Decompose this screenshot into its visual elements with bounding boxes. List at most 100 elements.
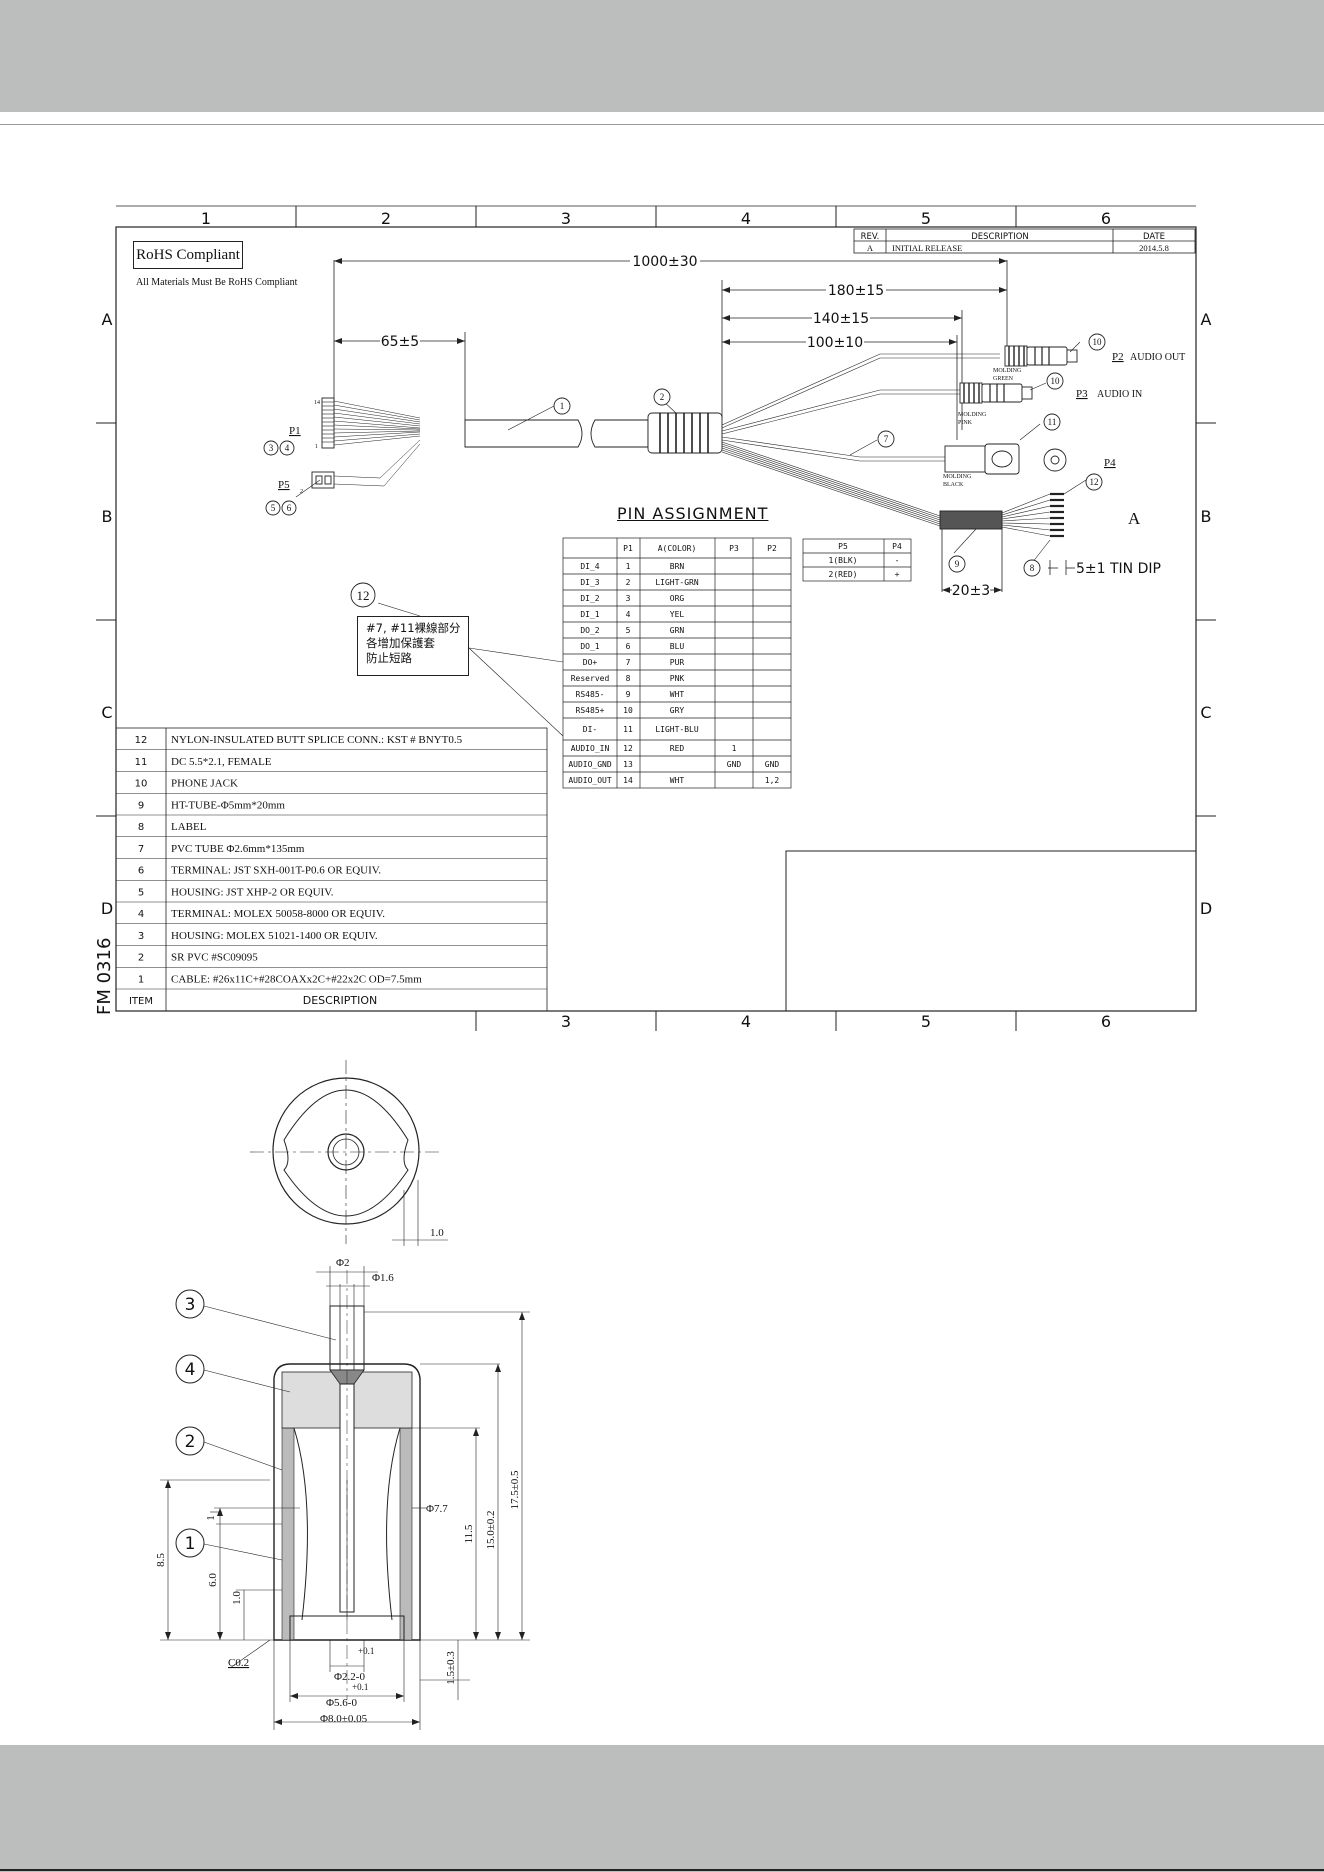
bom-item-number: 9 <box>138 800 144 811</box>
dim-phi5-6: Φ5.6-0 <box>326 1697 357 1709</box>
row-label-A-right: A <box>1201 310 1212 329</box>
bom-item-number: 7 <box>138 844 144 855</box>
bom-item-description: SR PVC #SC09095 <box>171 952 258 964</box>
callout-2: 2 <box>185 1432 196 1452</box>
dim-65: 65±5 <box>381 334 419 350</box>
col-label-6: 6 <box>1101 209 1111 228</box>
bom-item-description: HOUSING: JST XHP-2 OR EQUIV. <box>171 886 334 898</box>
item-balloon-labels: 1 2 3 4 5 6 7 8 9 10 10 11 12 12 <box>269 337 1102 603</box>
pin-cell-12-4: GND <box>765 760 780 769</box>
detail-front-view <box>250 1060 448 1246</box>
p5-p4-table: P5 P4 1(BLK) - 2(RED) + <box>802 538 912 582</box>
dim-1: 1 <box>205 1515 217 1521</box>
pin-cell-2-2: ORG <box>670 594 685 603</box>
pin-cell-7-1: 8 <box>626 674 631 683</box>
p1-pin1: 1 <box>315 444 318 450</box>
balloon-4: 4 <box>285 443 290 453</box>
grid-labels: 1 2 3 4 5 6 3 4 5 6 A B C D A B C D <box>101 209 1212 1031</box>
balloon-8: 8 <box>1030 563 1035 573</box>
dim-total: 1000±30 <box>632 254 697 270</box>
header-band <box>0 0 1324 112</box>
dim-6-0: 6.0 <box>207 1573 219 1587</box>
molding-pink-2: PINK <box>958 420 973 426</box>
p5-row2: 2(RED) <box>829 570 858 579</box>
dimension-arrows <box>334 258 1007 593</box>
pin-cell-11-2: RED <box>670 744 685 753</box>
balloon-3: 3 <box>269 443 274 453</box>
pin-cell-8-2: WHT <box>670 690 685 699</box>
cable-assembly <box>295 341 1087 737</box>
pin-header-2: A(COLOR) <box>658 544 697 553</box>
balloon-10-in: 10 <box>1051 376 1061 386</box>
bom-item-description: CABLE: #26x11C+#28COAXx2C+#22x2C OD=7.5m… <box>171 973 422 985</box>
pin-cell-8-0: RS485- <box>576 690 605 699</box>
callout-4: 4 <box>185 1360 196 1380</box>
pin-cell-13-4: 1,2 <box>765 776 780 785</box>
pin-header-1: P1 <box>623 544 633 553</box>
callout-3: 3 <box>185 1295 196 1315</box>
dim-c0-2: C0.2 <box>228 1657 249 1669</box>
dim-15: 15.0±0.2 <box>485 1510 497 1549</box>
pin-cell-13-2: WHT <box>670 776 685 785</box>
pin-cell-0-0: DI_4 <box>580 562 599 571</box>
pin-cell-12-1: 13 <box>623 760 633 769</box>
dim-phi7-7: Φ7.7 <box>426 1503 448 1515</box>
balloon-2: 2 <box>660 392 665 402</box>
balloon-5: 5 <box>271 503 276 513</box>
col-label-5: 5 <box>921 209 931 228</box>
bom-item-description: LABEL <box>171 821 207 833</box>
p1-label: P1 <box>289 425 301 437</box>
drawing-frame <box>96 205 1216 1031</box>
pin-cell-12-3: GND <box>727 760 742 769</box>
pin-cell-1-0: DI_3 <box>580 578 599 587</box>
dim-11-5: 11.5 <box>463 1524 475 1543</box>
pin-cell-3-0: DI_1 <box>580 610 599 619</box>
p3-audio-in: AUDIO IN <box>1097 389 1142 400</box>
pin-cell-10-0: DI- <box>583 725 597 734</box>
p4-row2: + <box>895 570 900 579</box>
bom-item-description: TERMINAL: JST SXH-001T-P0.6 OR EQUIV. <box>171 865 381 877</box>
p5-header: P5 <box>838 542 848 551</box>
p4-header: P4 <box>892 542 902 551</box>
pin-cell-2-1: 3 <box>626 594 631 603</box>
bom-item-number: 6 <box>138 866 144 877</box>
pin-cell-0-1: 1 <box>626 562 631 571</box>
section-callouts <box>175 1289 205 1558</box>
dim-140: 140±15 <box>813 311 869 327</box>
pin-cell-1-1: 2 <box>626 578 631 587</box>
p5-label: P5 <box>278 479 290 491</box>
form-number: FM 0316 <box>94 938 115 1015</box>
row-label-D-right: D <box>1200 899 1212 918</box>
rev-cell-rev: A <box>867 243 874 253</box>
pin-cell-10-2: LIGHT-BLU <box>655 725 699 734</box>
p5-row1: 1(BLK) <box>829 556 858 565</box>
bom-item-description: DC 5.5*2.1, FEMALE <box>171 756 272 768</box>
pin-cell-13-0: AUDIO_OUT <box>568 776 612 785</box>
bom-footer-item: ITEM <box>129 996 153 1007</box>
pin-cell-3-1: 4 <box>626 610 631 619</box>
a-label: A <box>1128 509 1141 528</box>
balloon-1: 1 <box>560 401 565 411</box>
molding-black-1: MOLDING <box>943 474 972 480</box>
dim-8-5: 8.5 <box>155 1553 167 1567</box>
pin-cell-7-0: Reserved <box>571 674 610 683</box>
p2-audio-out: AUDIO OUT <box>1130 352 1185 363</box>
bom-item-number: 4 <box>138 909 144 920</box>
bom-item-description: HT-TUBE-Φ5mm*20mm <box>171 799 285 811</box>
row-label-A: A <box>102 310 113 329</box>
rev-cell-date: 2014.5.8 <box>1139 243 1169 253</box>
dim-tin-dip: 5±1 TIN DIP <box>1076 561 1161 577</box>
section-arrows <box>165 1312 525 1725</box>
pin-cell-9-1: 10 <box>623 706 633 715</box>
bom-item-number: 10 <box>135 779 148 790</box>
pin-assignment-title: PIN ASSIGNMENT <box>617 504 769 523</box>
pin-cell-10-1: 11 <box>623 725 633 734</box>
balloon-11: 11 <box>1048 417 1057 427</box>
rev-header-description: DESCRIPTION <box>971 232 1029 242</box>
dim-phi2: Φ2 <box>336 1257 350 1269</box>
pin-cell-9-0: RS485+ <box>576 706 605 715</box>
row-label-C-right: C <box>1200 703 1211 722</box>
pin-cell-5-2: BLU <box>670 642 685 651</box>
